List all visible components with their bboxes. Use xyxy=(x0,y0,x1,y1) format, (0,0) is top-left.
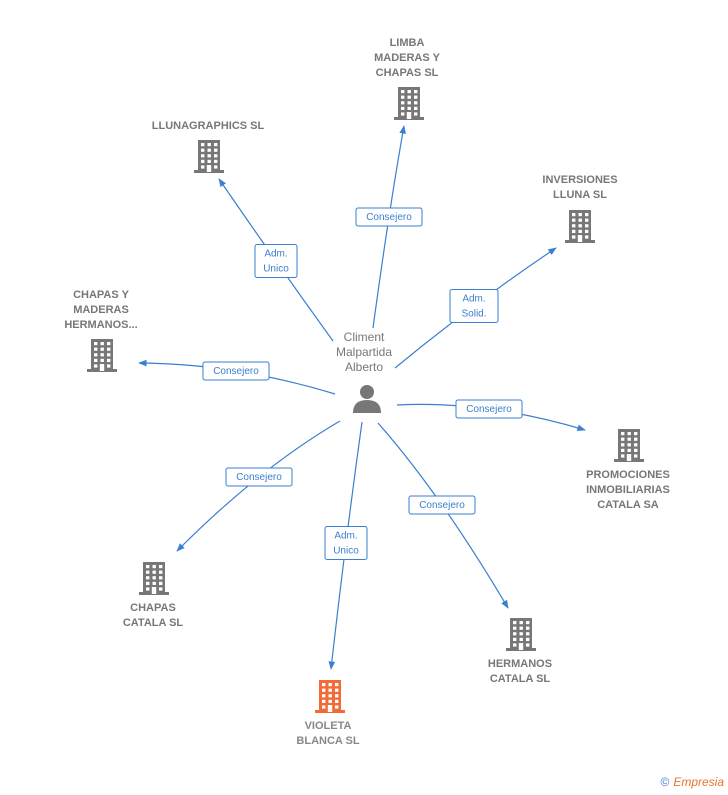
edge-label-text: Adm. xyxy=(264,249,287,260)
company-label[interactable]: CHAPAS xyxy=(130,602,176,614)
edge-label[interactable]: Consejero xyxy=(455,399,523,419)
edge-label-text: Unico xyxy=(263,264,289,275)
edge-label-text: Consejero xyxy=(366,212,412,223)
company-label[interactable]: INMOBILIARIAS xyxy=(586,484,670,496)
company-label[interactable]: MADERAS Y xyxy=(374,52,440,64)
company-label[interactable]: BLANCA SL xyxy=(296,735,359,747)
company-node-limba[interactable]: LIMBA MADERAS Y CHAPAS SL xyxy=(374,37,441,120)
edge-label-text: Adm. xyxy=(334,531,357,542)
company-label[interactable]: VIOLETA xyxy=(305,720,352,732)
building-icon xyxy=(139,562,169,595)
company-label[interactable]: CATALA SA xyxy=(597,499,659,511)
building-icon xyxy=(614,429,644,462)
edge-promociones: Consejero xyxy=(396,399,586,432)
edge-label-text: Consejero xyxy=(466,404,512,415)
person-label[interactable]: Alberto xyxy=(345,360,383,374)
person-icon xyxy=(353,385,381,413)
edge-line xyxy=(372,125,406,329)
edge-label[interactable]: Consejero xyxy=(225,467,293,487)
edge-label[interactable]: Adm. Unico xyxy=(254,244,298,278)
edge-line xyxy=(377,422,509,609)
brand-name: Empresia xyxy=(673,775,724,789)
company-node-llunagraphics[interactable]: LLUNAGRAPHICS SL xyxy=(152,120,265,173)
building-icon xyxy=(87,339,117,372)
building-icon xyxy=(315,680,345,713)
company-node-violeta[interactable]: VIOLETA BLANCA SL xyxy=(296,680,360,747)
edge-llunagraphics: Adm. Unico xyxy=(218,178,334,342)
company-label[interactable]: HERMANOS xyxy=(488,658,552,670)
company-label[interactable]: LLUNA SL xyxy=(553,189,607,201)
building-icon xyxy=(194,140,224,173)
edge-hermanos-catala: Consejero xyxy=(377,422,509,609)
company-label[interactable]: HERMANOS... xyxy=(64,319,137,331)
footer-brand[interactable]: ©Empresia xyxy=(660,775,724,789)
company-label[interactable]: LLUNAGRAPHICS SL xyxy=(152,120,265,132)
edge-label[interactable]: Adm. Unico xyxy=(324,526,368,560)
company-label[interactable]: LIMBA xyxy=(390,37,425,49)
edge-chapas-hermanos: Consejero xyxy=(138,359,336,395)
company-label[interactable]: MADERAS xyxy=(73,304,129,316)
person-label[interactable]: Malpartida xyxy=(336,345,392,359)
company-node-inversiones[interactable]: INVERSIONES LLUNA SL xyxy=(542,174,618,243)
edge-violeta: Adm. Unico xyxy=(324,421,368,670)
edge-inversiones: Adm. Solid. xyxy=(394,247,557,369)
edge-label-text: Consejero xyxy=(419,500,465,511)
edge-label[interactable]: Consejero xyxy=(408,495,476,515)
edge-chapas-catala: Consejero xyxy=(176,420,341,552)
edge-label-text: Adm. xyxy=(462,294,485,305)
edge-label-text: Solid. xyxy=(461,309,486,320)
building-icon xyxy=(394,87,424,120)
company-node-chapas-catala[interactable]: CHAPAS CATALA SL xyxy=(123,562,184,629)
building-icon xyxy=(506,618,536,651)
person-label[interactable]: Climent xyxy=(344,330,385,344)
copyright-symbol: © xyxy=(660,775,670,789)
company-node-promociones[interactable]: PROMOCIONES INMOBILIARIAS CATALA SA xyxy=(586,429,670,511)
edge-label[interactable]: Adm. Solid. xyxy=(449,289,499,323)
edge-label-text: Consejero xyxy=(213,366,259,377)
edge-limba: Consejero xyxy=(355,125,423,329)
company-node-hermanos-catala[interactable]: HERMANOS CATALA SL xyxy=(488,618,552,685)
company-label[interactable]: INVERSIONES xyxy=(542,174,617,186)
company-node-chapas-hermanos[interactable]: CHAPAS Y MADERAS HERMANOS... xyxy=(64,289,138,372)
edge-label-text: Consejero xyxy=(236,472,282,483)
company-label[interactable]: PROMOCIONES xyxy=(586,469,670,481)
edge-label-text: Unico xyxy=(333,546,359,557)
company-label[interactable]: CATALA SL xyxy=(490,673,551,685)
building-icon xyxy=(565,210,595,243)
company-label[interactable]: CHAPAS SL xyxy=(376,67,439,79)
edge-label[interactable]: Consejero xyxy=(202,361,270,381)
company-label[interactable]: CHAPAS Y xyxy=(73,289,129,301)
edge-label[interactable]: Consejero xyxy=(355,207,423,227)
company-label[interactable]: CATALA SL xyxy=(123,617,184,629)
